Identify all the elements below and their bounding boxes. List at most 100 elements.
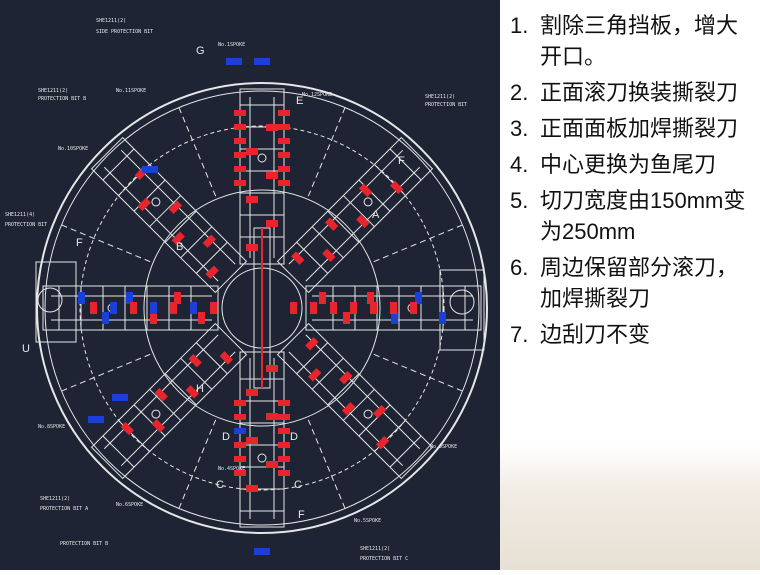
section-letter: D <box>222 431 230 443</box>
arm-cutter <box>278 442 290 448</box>
cutter-bar <box>373 404 387 419</box>
mid-spoke <box>178 416 218 509</box>
cutter-group <box>246 244 258 251</box>
modification-steps: 1.割除三角挡板，增大开口。 2.正面滚刀换装撕裂刀 3.正面面板加焊撕裂刀 4… <box>500 0 760 350</box>
spoke-rib <box>164 373 197 406</box>
arm-cutter <box>278 110 290 116</box>
step-number: 4. <box>510 152 529 177</box>
spoke-outline <box>276 322 434 480</box>
label-title: SHE1211(2) <box>96 18 126 24</box>
gauge-cutter <box>254 548 270 555</box>
arm-cutter <box>278 428 290 434</box>
spoke-rib <box>327 210 360 243</box>
section-letter: D <box>290 431 298 443</box>
label-tl: SHE1211(2) SIDE PROTECTION BIT <box>96 18 153 35</box>
step-number: 1. <box>510 13 529 38</box>
spoke-outline <box>90 136 248 294</box>
spoke-hole <box>257 453 267 463</box>
mid-spoke-line <box>306 416 346 509</box>
cutter-group <box>168 200 183 214</box>
cutter-bar <box>246 389 258 396</box>
cutter-group <box>246 485 258 492</box>
label-title: SHE1211(4) <box>5 212 35 218</box>
spoke-hole <box>257 153 267 163</box>
section-letter: F <box>298 509 305 521</box>
cutter-group <box>198 312 205 324</box>
label-sub: PROTECTION BIT B <box>38 96 86 102</box>
modification-list-panel: 1.割除三角挡板，增大开口。 2.正面滚刀换装撕裂刀 3.正面面板加焊撕裂刀 4… <box>500 0 760 570</box>
arm-cutter <box>234 138 246 144</box>
arm-cutter <box>150 302 157 314</box>
cutter-bar <box>198 312 205 324</box>
section-letter: C <box>216 479 224 491</box>
arm-cutter <box>234 400 246 406</box>
spoke-hole <box>151 409 161 419</box>
outer-rim <box>36 82 488 534</box>
cutter-bar <box>324 217 339 231</box>
cutter-group <box>154 387 168 402</box>
inner-ring <box>143 189 381 427</box>
cutter-bar <box>102 312 109 324</box>
label-title: SHE1211(2) <box>40 496 70 502</box>
label-br: SHE1211(2) PROTECTION BIT C <box>360 546 408 562</box>
spoke-rib <box>389 148 422 181</box>
section-letter: U <box>22 343 30 355</box>
cutterhead-drawing-svg: SHE1211(2) SIDE PROTECTION BIT SHE1211(2… <box>0 0 500 570</box>
arm-cutter <box>234 456 246 462</box>
cutter-group <box>185 385 200 399</box>
arm-cutter <box>210 302 217 314</box>
outer-rim-inner <box>44 90 480 526</box>
cutter-bar <box>150 312 157 324</box>
cutter-group <box>202 234 217 248</box>
arm-cutter <box>310 302 317 314</box>
section-letter: F <box>398 155 405 167</box>
right-side-disc <box>449 289 475 315</box>
spoke-hole <box>363 409 373 419</box>
cutter-group <box>319 292 326 304</box>
cutter-group <box>367 292 374 304</box>
cutter-group <box>307 368 322 382</box>
cutter-bar <box>367 292 374 304</box>
step-item: 6.周边保留部分滚刀，加焊撕裂刀 <box>510 252 760 314</box>
arm-cutter <box>278 124 290 130</box>
cutter-group <box>171 231 185 246</box>
cutter-group <box>373 404 387 419</box>
cutter-group <box>266 365 278 372</box>
cutter-bar <box>137 197 151 212</box>
section-letter: F <box>76 237 83 249</box>
arm-cutter <box>370 302 377 314</box>
label-sub: PROTECTION BIT C <box>360 556 408 562</box>
cutter-bar <box>343 312 350 324</box>
step-number: 3. <box>510 116 529 141</box>
spoke-rib <box>195 342 228 375</box>
label-sub: PROTECTION BIT <box>5 222 47 228</box>
spoke-rail <box>288 149 404 265</box>
cutter-group <box>324 217 339 231</box>
step-text: 中心更换为鱼尾刀 <box>540 152 717 177</box>
cutter-group <box>266 124 278 131</box>
label-r1: SHE1211(2) PROTECTION BIT <box>425 94 467 108</box>
section-letter: A <box>372 209 380 221</box>
spoke-label: No.1SPOKE <box>218 42 245 48</box>
cutter-bar <box>266 172 278 179</box>
cutter-group <box>174 292 181 304</box>
cutter-bar <box>358 183 373 197</box>
cutter-bar <box>389 180 404 195</box>
spoke-rib <box>102 148 135 181</box>
cutter-bar <box>266 413 278 420</box>
mid-spoke <box>306 416 346 509</box>
cutter-group <box>439 312 446 324</box>
step-number: 6. <box>510 255 529 280</box>
label-l2: SHE1211(4) PROTECTION BIT <box>5 212 47 228</box>
label-bl: SHE1211(2) PROTECTION BIT A <box>40 496 88 512</box>
spoke-label: No.9SPOKE <box>430 444 457 450</box>
cutter-bar <box>168 200 183 214</box>
step-text: 边刮刀不变 <box>540 322 651 347</box>
cutter-bar <box>339 370 353 385</box>
arm-cutter <box>390 302 397 314</box>
arm-cutter <box>110 302 117 314</box>
cutter-bar <box>246 437 258 444</box>
cutter-group <box>266 413 278 420</box>
step-item: 4. 中心更换为鱼尾刀 <box>510 149 760 180</box>
cutter-group <box>339 370 353 385</box>
